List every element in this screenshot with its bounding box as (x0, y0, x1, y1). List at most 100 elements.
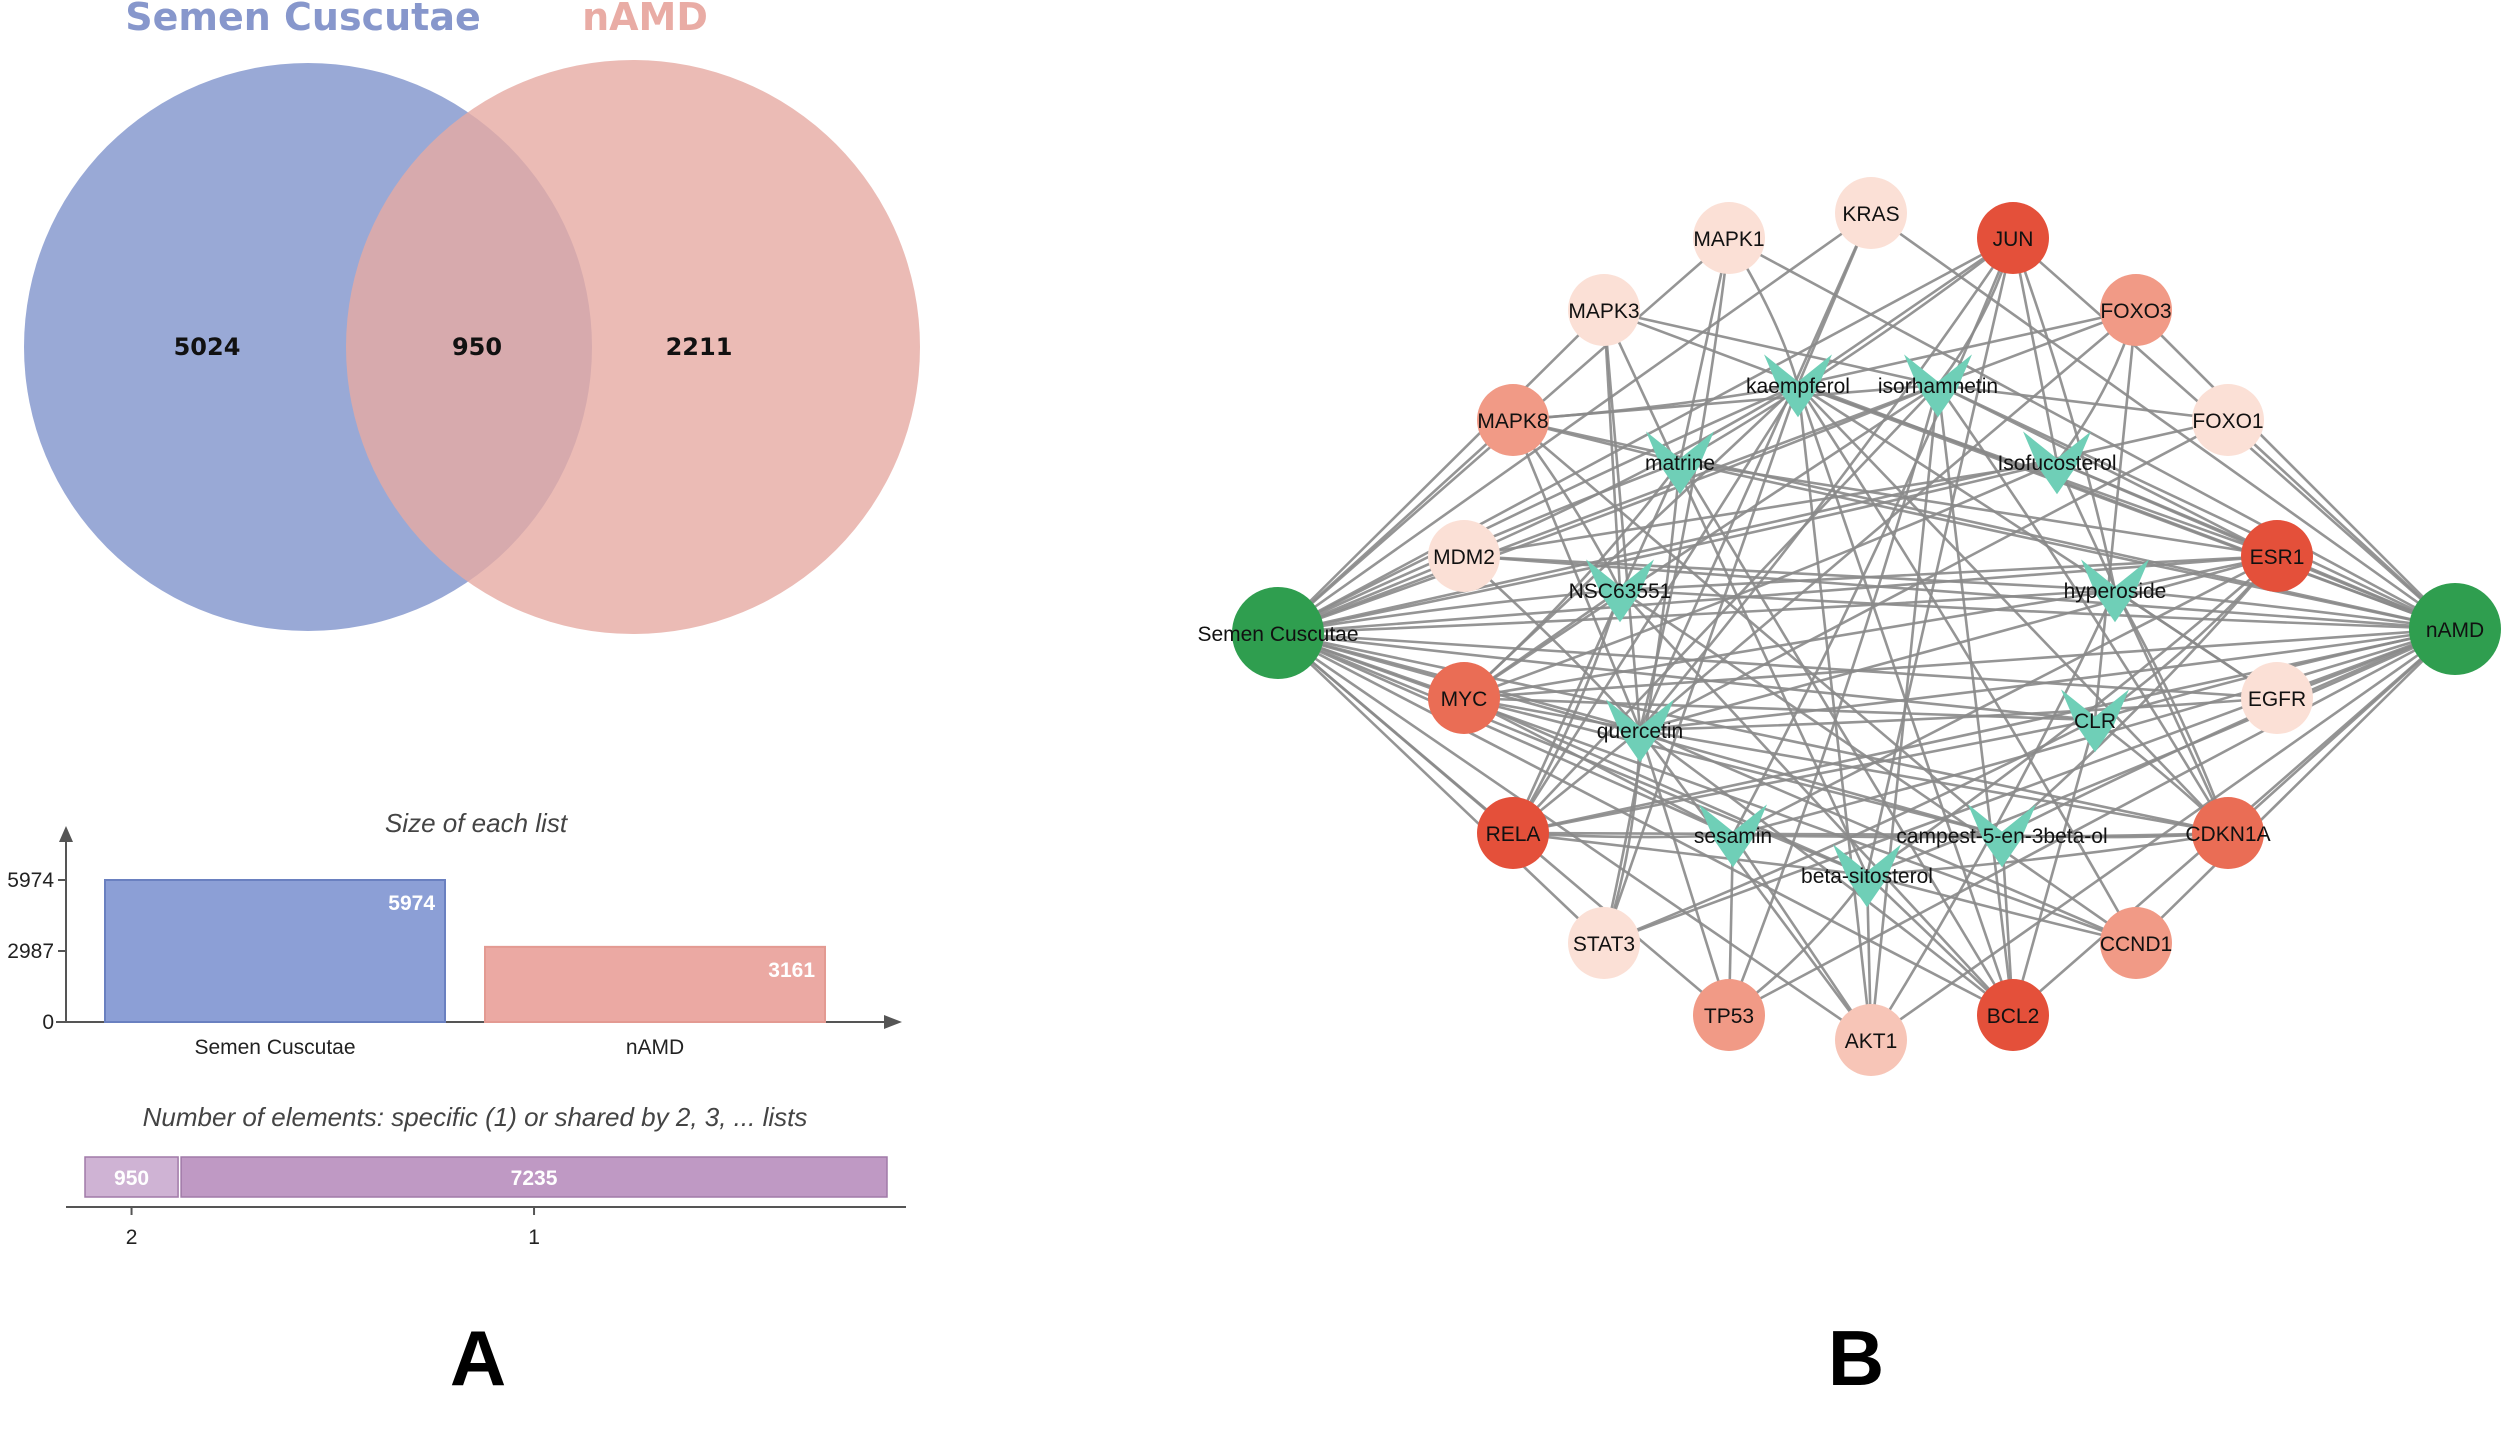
target-node-bcl2 (1977, 979, 2049, 1051)
network-edge (1639, 728, 2014, 1017)
network-edge (1619, 588, 2137, 945)
network-edge (1277, 419, 1514, 634)
size-chart-tick-label: 0 (42, 1011, 54, 1034)
target-label-mapk3: MAPK3 (1568, 300, 1639, 323)
ingredient-node-clr (2061, 689, 2129, 753)
target-node-akt1 (1835, 1004, 1907, 1076)
ingredient-node-sesamin (1699, 804, 1767, 868)
network-edge (1277, 460, 2058, 635)
target-node-ccnd1 (2100, 907, 2172, 979)
size-chart-tick-label: 5974 (7, 869, 54, 892)
network-edge (1619, 589, 2014, 1016)
network-edge (2011, 237, 2059, 463)
target-node-mdm2 (1428, 520, 1500, 592)
ingredient-node-betasito (1833, 844, 1901, 908)
target-label-kras: KRAS (1842, 203, 1899, 226)
network-edge (1277, 383, 1939, 635)
target-node-kras (1835, 177, 1907, 249)
ingredient-label-isofucosterol: Isofucosterol (1997, 452, 2116, 475)
target-node-egfr (2241, 662, 2313, 734)
size-chart-y-arrow (59, 826, 73, 842)
network-edge (2135, 628, 2456, 944)
network-edge (1277, 236, 2014, 635)
size-chart-bar (484, 945, 826, 1023)
target-label-egfr: EGFR (2248, 688, 2306, 711)
ingredient-label-kaempferol: kaempferol (1746, 375, 1850, 398)
network-edge (1937, 383, 2229, 422)
size-chart-title: Size of each list (385, 808, 569, 838)
network-edge (1277, 631, 1734, 837)
target-label-myc: MYC (1441, 688, 1488, 711)
ingredient-node-quercetin (1606, 699, 1674, 763)
network-edge (2001, 555, 2278, 836)
venn-count-left-only: 5024 (174, 333, 241, 361)
size-chart-category-label: Semen Cuscutae (194, 1036, 355, 1059)
target-label-mapk1: MAPK1 (1693, 228, 1764, 251)
network-edge (1512, 831, 2003, 837)
target-label-stat3: STAT3 (1573, 933, 1635, 956)
venn-count-overlap: 950 (452, 333, 502, 361)
ingredient-label-isorhamnetin: isorhamnetin (1878, 375, 1998, 398)
network-edge (1277, 309, 1605, 634)
network-edge (1866, 831, 2229, 877)
target-node-tp53 (1693, 979, 1765, 1051)
network-edge (1602, 384, 1800, 944)
ingredient-node-isofucosterol (2023, 431, 2091, 495)
network-edge (1728, 236, 2456, 631)
shared-chart-tick-label: 1 (528, 1226, 540, 1249)
network-edge (1277, 383, 1799, 635)
network-edge (1638, 212, 1873, 731)
venn-diagram: Semen Cuscutae nAMD 5024 950 2211 (24, 0, 920, 634)
network-edge (1463, 696, 2003, 837)
venn-title-namd: nAMD (582, 0, 708, 39)
hub-label-sc: Semen Cuscutae (1197, 623, 1358, 646)
network-edge (1678, 461, 2015, 1016)
network-edge (2011, 719, 2097, 1016)
network-edge (1639, 418, 2229, 732)
target-label-foxo1: FOXO1 (2192, 410, 2263, 433)
network-edge (1512, 419, 2003, 836)
hub-label-namd: nAMD (2426, 619, 2484, 642)
network-edge (1511, 461, 1682, 834)
ingredient-node-kaempferol (1764, 354, 1832, 418)
shared-chart-title: Number of elements: specific (1) or shar… (143, 1102, 808, 1132)
network-edge (1796, 384, 1873, 1041)
network-edge (1639, 554, 2278, 732)
network-edge (1511, 384, 1800, 834)
network-edge (1638, 729, 1873, 1041)
target-node-mapk8 (1477, 384, 1549, 456)
network-edge (2055, 461, 2230, 834)
network-edge (1639, 309, 2137, 731)
hub-node-sc (1232, 587, 1324, 679)
network-edge (1679, 460, 2278, 558)
ingredient-label-clr: CLR (2074, 710, 2116, 733)
shared-chart-tick-label: 2 (126, 1226, 138, 1249)
network-edge (1731, 834, 1873, 1041)
network-edge (1728, 627, 2456, 1017)
shared-chart-segment (180, 1156, 888, 1198)
network-edge (2227, 419, 2456, 630)
network-edge (1639, 237, 2015, 731)
network-edge (1463, 383, 1939, 700)
shared-chart-value-label: 950 (114, 1167, 149, 1190)
network-edge (1639, 696, 2278, 732)
network-edge (1679, 236, 2014, 464)
ingredient-node-isorhamnetin (1904, 354, 1972, 418)
target-node-esr1 (2241, 520, 2313, 592)
network-edge (2056, 460, 2278, 558)
network-edge (1639, 728, 2229, 835)
network-edge (1463, 383, 1799, 558)
target-label-mdm2: MDM2 (1433, 546, 1495, 569)
target-node-foxo3 (2100, 274, 2172, 346)
network-edge (1277, 632, 1605, 944)
network-edge (1619, 554, 2278, 592)
ingredient-label-matrine: matrine (1645, 452, 1715, 475)
panel-letter-b: B (1828, 1314, 1884, 1402)
target-label-rela: RELA (1486, 823, 1541, 846)
ingredient-label-nsc: NSC63551 (1569, 580, 1672, 603)
network-edge (1639, 627, 2456, 732)
ingredient-node-matrine (1646, 431, 1714, 495)
network-edge (1870, 211, 2456, 631)
target-label-jun: JUN (1993, 228, 2034, 251)
network-edge (1638, 237, 1731, 731)
